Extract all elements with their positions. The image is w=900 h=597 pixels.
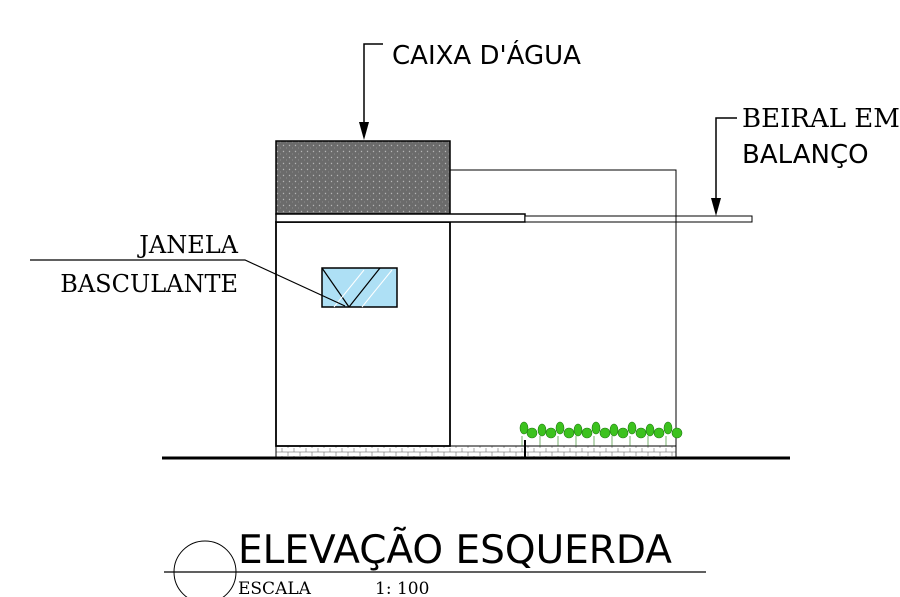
foundation-strip <box>275 445 677 458</box>
eave-leader <box>711 117 737 216</box>
eave-label-line2: BALANÇO <box>742 140 869 170</box>
water-tank-block <box>275 140 451 215</box>
water-tank-leader <box>359 43 383 140</box>
window-label-line1: JANELA <box>136 231 238 259</box>
main-wall <box>275 221 451 447</box>
eave-overhang <box>524 215 753 223</box>
title-marker-circle <box>173 540 237 597</box>
window-leader <box>30 259 346 307</box>
garden-plants <box>519 421 683 446</box>
rear-wall-outline <box>450 169 677 446</box>
tilt-window <box>321 267 398 308</box>
eave-label-line1: BEIRAL EM <box>742 104 900 134</box>
water-tank-label: CAIXA D'ÁGUA <box>392 39 581 71</box>
roof-slab <box>275 213 526 223</box>
scale-value: 1: 100 <box>375 579 429 597</box>
scale-label: ESCALA <box>238 579 312 597</box>
window-label-line2: BASCULANTE <box>60 270 238 298</box>
drawing-title: ELEVAÇÃO ESQUERDA <box>238 526 672 573</box>
